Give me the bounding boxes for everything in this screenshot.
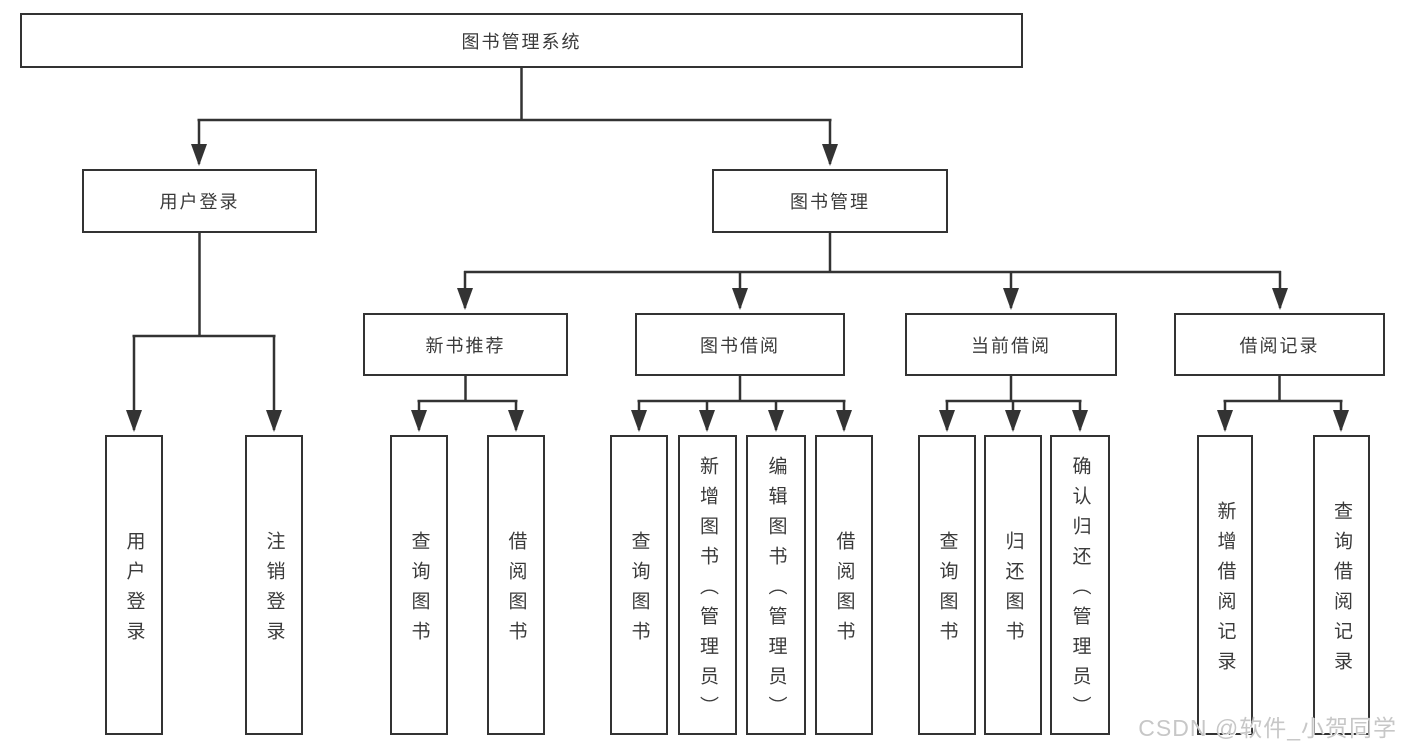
node-user-login: 用户登录: [82, 169, 317, 233]
node-label: 图书借阅: [700, 335, 780, 356]
node-label: 借阅图书: [505, 530, 527, 651]
node-label: 借阅记录: [1239, 335, 1320, 356]
node-label: 新增图书（管理员）: [697, 455, 718, 726]
leaf-logout-login: 注销登录: [245, 435, 303, 735]
node-label: 用户登录: [123, 530, 145, 651]
node-book-borrowing: 图书借阅: [635, 313, 845, 376]
node-label: 查询图书: [408, 530, 430, 651]
node-label: 借阅图书: [833, 530, 855, 651]
leaf-confirm-return-admin: 确认归还（管理员）: [1050, 435, 1110, 735]
leaf-add-books-admin: 新增图书（管理员）: [678, 435, 737, 735]
node-label: 编辑图书（管理员）: [765, 455, 787, 726]
leaf-query-borrow-record: 查询借阅记录: [1313, 435, 1370, 735]
leaf-query-books-current: 查询图书: [918, 435, 976, 735]
leaf-borrow-books-recommend: 借阅图书: [487, 435, 545, 735]
watermark: CSDN @软件_小贺同学: [1138, 715, 1397, 741]
leaf-edit-books-admin: 编辑图书（管理员）: [746, 435, 806, 735]
node-label: 归还图书: [1002, 530, 1024, 651]
node-label: 查询借阅记录: [1331, 500, 1352, 681]
node-new-book-recommendation: 新书推荐: [363, 313, 568, 376]
leaf-user-login: 用户登录: [105, 435, 163, 735]
node-label: 图书管理系统: [461, 31, 582, 52]
leaf-add-borrow-record: 新增借阅记录: [1197, 435, 1253, 735]
node-label: 查询图书: [936, 530, 958, 651]
node-current-borrowing: 当前借阅: [905, 313, 1117, 376]
leaf-borrow-books: 借阅图书: [815, 435, 873, 735]
leaf-return-books: 归还图书: [984, 435, 1042, 735]
node-label: 新增借阅记录: [1214, 500, 1236, 681]
node-label: 当前借阅: [971, 335, 1051, 356]
node-label: 查询图书: [628, 530, 650, 651]
node-label: 确认归还（管理员）: [1069, 455, 1091, 726]
node-label: 用户登录: [159, 192, 240, 212]
node-borrowing-records: 借阅记录: [1174, 313, 1385, 376]
leaf-query-books-borrow: 查询图书: [610, 435, 668, 735]
leaf-query-books-recommend: 查询图书: [390, 435, 448, 735]
node-label: 注销登录: [263, 530, 285, 651]
node-label: 新书推荐: [425, 335, 506, 356]
node-library-management-system: 图书管理系统: [20, 13, 1023, 68]
node-book-management: 图书管理: [712, 169, 948, 233]
node-label: 图书管理: [790, 192, 870, 212]
